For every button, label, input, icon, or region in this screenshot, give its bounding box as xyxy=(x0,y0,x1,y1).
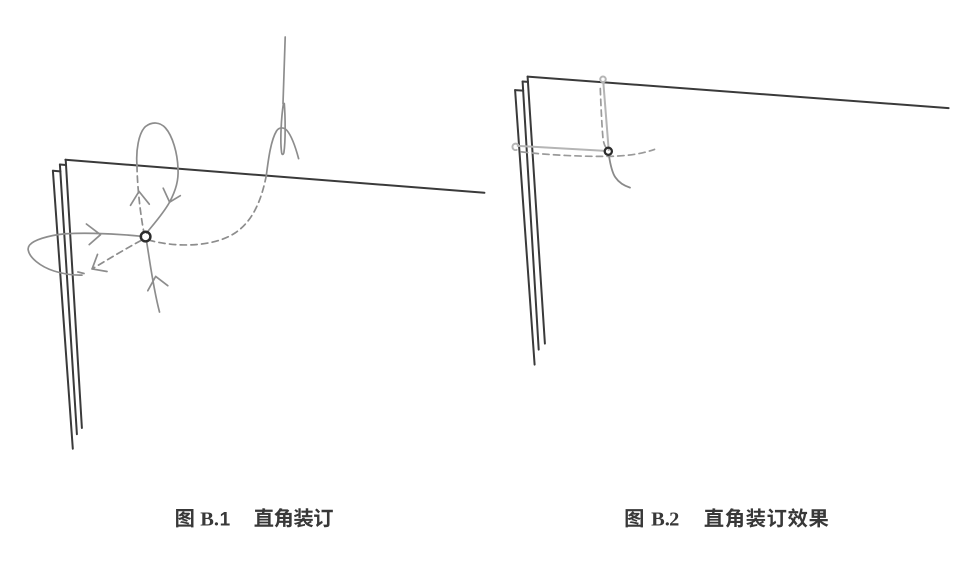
svg-text:B.: B. xyxy=(651,509,670,531)
svg-text:2: 2 xyxy=(669,509,679,531)
svg-text:B.: B. xyxy=(200,509,219,531)
svg-text:1: 1 xyxy=(220,510,231,531)
